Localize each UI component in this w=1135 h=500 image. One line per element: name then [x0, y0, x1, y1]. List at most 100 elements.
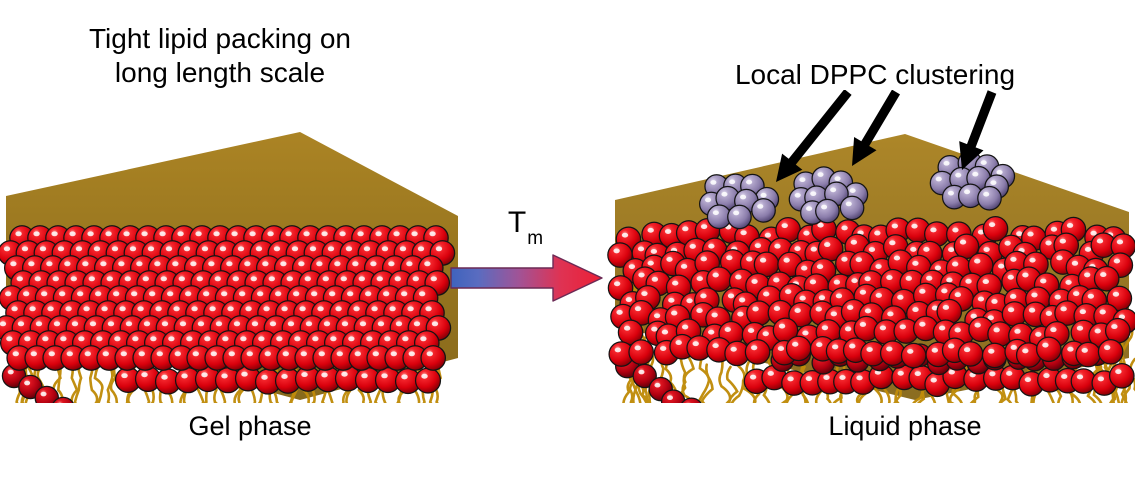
dppc-head — [727, 204, 752, 230]
sphere-highlight — [161, 374, 168, 380]
sphere-highlight — [425, 306, 432, 312]
sphere-highlight — [57, 246, 65, 252]
sphere-highlight — [1022, 348, 1029, 354]
sphere-highlight — [203, 291, 210, 297]
sphere-highlight — [399, 246, 407, 252]
sphere-highlight — [1059, 238, 1066, 244]
sphere-highlight — [257, 291, 264, 297]
sphere-highlight — [1010, 256, 1017, 262]
sphere-highlight — [1043, 373, 1050, 379]
sphere-highlight — [914, 371, 921, 377]
lipid-tail — [93, 364, 104, 403]
sphere-highlight — [29, 306, 36, 312]
sphere-highlight — [226, 261, 233, 267]
sphere-highlight — [221, 373, 228, 379]
sphere-highlight — [389, 306, 396, 312]
sphere-highlight — [614, 347, 622, 353]
sphere-highlight — [613, 281, 621, 287]
sphere-highlight — [993, 327, 1000, 333]
sphere-highlight — [746, 179, 753, 185]
sphere-highlight — [1071, 260, 1079, 266]
sphere-highlight — [352, 261, 359, 267]
sphere-highlight — [1081, 347, 1088, 353]
sphere-highlight — [781, 223, 788, 229]
sphere-highlight — [298, 261, 305, 267]
sphere-highlight — [21, 246, 29, 252]
top-leaflet-head — [957, 341, 984, 367]
sphere-highlight — [948, 369, 955, 375]
sphere-highlight — [810, 191, 817, 197]
sphere-highlight — [147, 246, 155, 252]
sphere-highlight — [708, 329, 715, 335]
lipid-tail — [718, 357, 732, 403]
sphere-highlight — [383, 291, 390, 297]
sphere-highlight — [746, 256, 753, 262]
sphere-highlight — [809, 279, 817, 285]
sphere-highlight — [121, 373, 128, 379]
sphere-highlight — [75, 246, 83, 252]
sphere-highlight — [751, 279, 758, 284]
sphere-highlight — [977, 296, 985, 302]
sphere-highlight — [923, 247, 930, 252]
bottom-leaflet-head — [1108, 362, 1135, 389]
sphere-highlight — [1099, 309, 1106, 315]
sphere-highlight — [196, 276, 203, 282]
liquid-phase-bilayer — [607, 134, 1135, 403]
sphere-highlight — [1061, 374, 1068, 379]
sphere-highlight — [794, 246, 801, 252]
sphere-highlight — [802, 330, 809, 336]
sphere-highlight — [692, 341, 699, 347]
sphere-highlight — [823, 375, 830, 380]
sphere-highlight — [255, 246, 263, 252]
sphere-highlight — [794, 192, 801, 198]
sphere-highlight — [988, 222, 996, 228]
sphere-highlight — [339, 231, 346, 237]
sphere-highlight — [1004, 240, 1011, 246]
sphere-highlight — [245, 306, 252, 312]
sphere-highlight — [136, 261, 143, 267]
lipid-tail — [622, 366, 633, 403]
sphere-highlight — [1028, 307, 1036, 313]
sphere-highlight — [24, 380, 31, 386]
sphere-highlight — [839, 375, 846, 380]
sphere-highlight — [150, 336, 157, 342]
sphere-highlight — [730, 346, 737, 352]
sphere-highlight — [816, 264, 824, 270]
sphere-highlight — [653, 313, 661, 319]
sphere-highlight — [856, 375, 863, 381]
sphere-highlight — [637, 246, 645, 252]
sphere-highlight — [345, 246, 353, 252]
sphere-highlight — [301, 372, 308, 378]
sphere-highlight — [712, 343, 719, 349]
sphere-highlight — [53, 321, 61, 327]
sphere-highlight — [381, 373, 388, 379]
sphere-highlight — [905, 276, 912, 281]
top-leaflet-head — [1036, 336, 1062, 363]
sphere-highlight — [208, 261, 215, 267]
sphere-highlight — [1118, 314, 1126, 320]
sphere-highlight — [647, 227, 654, 233]
sphere-highlight — [954, 327, 961, 333]
sphere-highlight — [330, 336, 337, 342]
sphere-highlight — [681, 324, 689, 330]
sphere-highlight — [138, 351, 145, 357]
sphere-highlight — [39, 246, 47, 252]
sphere-highlight — [107, 321, 115, 327]
sphere-highlight — [149, 291, 156, 297]
sphere-highlight — [340, 276, 347, 282]
sphere-highlight — [48, 351, 55, 357]
sphere-highlight — [991, 299, 998, 304]
sphere-highlight — [875, 292, 882, 298]
sphere-highlight — [952, 227, 959, 233]
sphere-highlight — [847, 305, 854, 310]
sphere-highlight — [183, 246, 191, 252]
sphere-highlight — [89, 321, 97, 327]
sphere-highlight — [774, 243, 781, 249]
sphere-highlight — [341, 321, 349, 327]
top-leaflet-head — [746, 300, 772, 327]
sphere-highlight — [1094, 328, 1101, 334]
sphere-highlight — [15, 231, 22, 237]
sphere-highlight — [799, 177, 806, 183]
sphere-highlight — [926, 275, 933, 281]
